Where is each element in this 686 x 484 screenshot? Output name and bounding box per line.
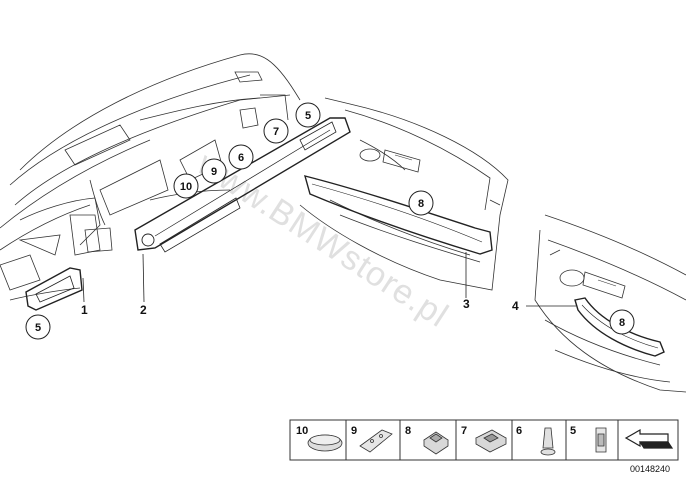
callout-5-top: 5 [295,102,321,128]
watermark: www.BMWstore.pl [190,144,455,335]
part-1-trim-piece [25,267,83,311]
diagram-code: 00148240 [630,464,670,474]
part-2-dashboard-trim-strip [134,117,351,253]
legend-cell-9: 9 [351,425,393,453]
legend-cell-5: 5 [570,425,607,453]
svg-text:10: 10 [296,425,308,437]
svg-text:5: 5 [305,110,311,122]
callout-8-rear: 8 [609,309,635,335]
front-door-panel-drawing [299,97,509,291]
part-label-3: 3 [463,297,470,311]
square-clip-icon [423,431,449,455]
svg-text:8: 8 [418,198,424,210]
expansion-nut-icon [475,429,507,453]
svg-text:6: 6 [516,425,522,437]
callout-8-front: 8 [408,190,434,216]
callout-6: 6 [228,144,254,170]
part-label-2: 2 [140,303,147,317]
rear-door-panel-drawing [534,214,686,393]
part-labels: 1 2 3 4 [81,252,576,317]
svg-text:7: 7 [273,126,279,138]
next-page-arrow-icon[interactable] [624,428,674,449]
callout-10: 10 [173,173,199,199]
svg-text:5: 5 [35,322,41,334]
svg-text:6: 6 [238,152,244,164]
callout-7: 7 [263,118,289,144]
legend-cell-10: 10 [296,425,343,452]
part-label-4: 4 [512,299,519,313]
dashboard-outline-drawing [0,53,301,301]
legend-cell-7: 7 [461,425,507,453]
legend-cell-6: 6 [516,425,556,456]
plastic-rivet-icon [540,427,556,456]
part-3-front-door-trim-strip [304,175,493,255]
callout-9: 9 [201,158,227,184]
callouts: 5 10 9 6 7 5 8 8 [25,102,635,340]
svg-text:10: 10 [180,181,192,193]
parts-legend: 10 9 8 7 [289,419,679,461]
callout-5-left: 5 [25,314,51,340]
legend-cell-8: 8 [405,425,449,455]
svg-text:7: 7 [461,425,467,437]
bracket-clip-icon [359,429,393,453]
svg-text:9: 9 [351,425,357,437]
svg-text:9: 9 [211,166,217,178]
svg-text:5: 5 [570,425,576,437]
svg-text:8: 8 [405,425,411,437]
spring-clip-icon [595,427,607,453]
part-label-1: 1 [81,303,88,317]
cap-clip-icon [307,434,343,452]
svg-text:8: 8 [619,317,625,329]
